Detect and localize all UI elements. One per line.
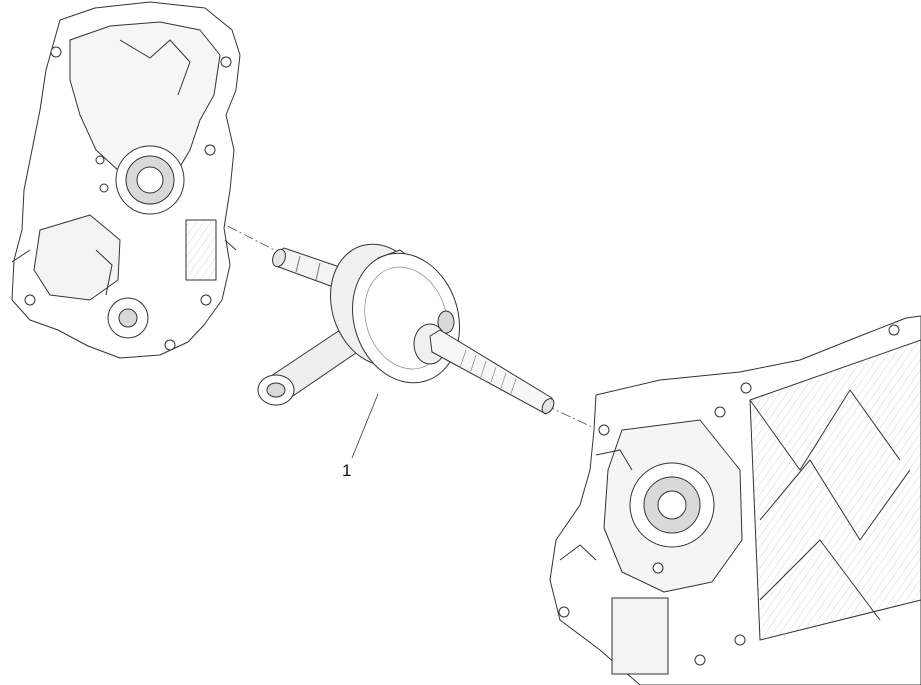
crankshaft-right-shaft bbox=[429, 329, 555, 415]
crankshaft-assembly bbox=[257, 243, 555, 415]
callout-leader-line bbox=[351, 393, 379, 459]
part-callout-1: 1 bbox=[342, 461, 352, 480]
right-crankcase-half bbox=[549, 315, 921, 685]
left-crankcase-half bbox=[11, 1, 241, 359]
